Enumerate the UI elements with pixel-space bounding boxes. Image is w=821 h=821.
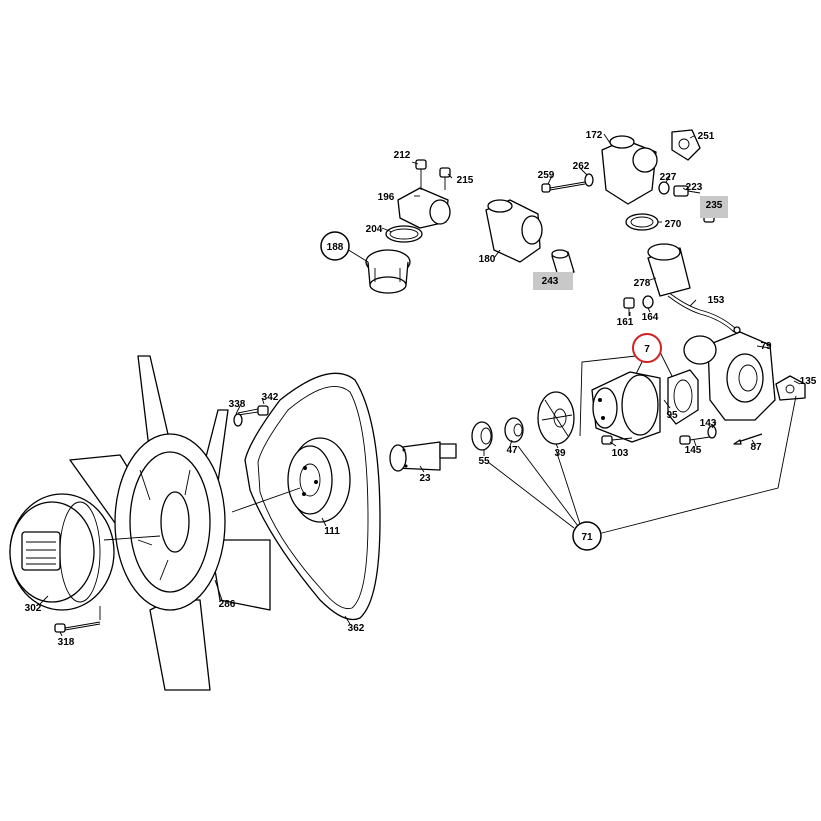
housing-cover-196[interactable] [397,187,451,229]
washer-262[interactable] [584,173,594,187]
label-188[interactable]: 188 [327,242,344,253]
bolt-145[interactable] [679,435,711,445]
washer-338[interactable] [233,413,243,427]
bolt-215[interactable] [439,167,451,190]
label-259[interactable]: 259 [538,170,555,181]
label-87[interactable]: 87 [750,442,762,453]
label-161[interactable]: 161 [617,317,634,328]
label-270[interactable]: 270 [665,219,682,230]
label-278[interactable]: 278 [634,278,651,289]
label-95[interactable]: 95 [666,410,678,421]
clamp-270[interactable] [625,213,659,231]
housing-172[interactable] [601,135,658,205]
label-362[interactable]: 362 [348,623,365,634]
pump-housing-79[interactable] [683,331,776,421]
impeller-39[interactable] [537,391,575,445]
part-labels: 7 23 39 47 55 71 79 87 95 103 111 135 14… [25,130,817,648]
label-227[interactable]: 227 [660,172,677,183]
label-196[interactable]: 196 [378,192,395,203]
o-ring-204[interactable] [385,225,423,243]
label-135[interactable]: 135 [800,376,817,387]
shaft-23[interactable] [389,441,457,472]
label-204[interactable]: 204 [366,224,383,235]
label-79[interactable]: 79 [760,341,772,352]
label-47[interactable]: 47 [506,445,518,456]
label-box-243 [533,272,573,290]
label-143[interactable]: 143 [700,418,717,429]
label-172[interactable]: 172 [586,130,603,141]
label-286[interactable]: 286 [219,599,236,610]
bearing-55[interactable] [471,421,493,451]
label-164[interactable]: 164 [642,312,659,323]
pulley-111[interactable] [287,437,351,523]
label-251[interactable]: 251 [698,131,715,142]
fan-blade-286[interactable] [69,355,271,691]
water-pump-7[interactable] [591,371,661,443]
sleeve-243[interactable] [551,249,575,277]
label-338[interactable]: 338 [229,399,246,410]
callout-circle-71 [572,521,602,551]
seal-47[interactable] [504,417,524,443]
label-71[interactable]: 71 [581,532,593,543]
label-153[interactable]: 153 [708,295,725,306]
callout-circle-188 [320,231,350,261]
label-39[interactable]: 39 [554,448,566,459]
label-box-235 [700,196,728,218]
label-145[interactable]: 145 [685,445,702,456]
hose-153[interactable] [667,291,741,334]
bolt-318[interactable] [54,621,101,633]
gasket-95[interactable] [667,369,699,425]
bracket-135[interactable] [775,375,806,401]
label-302[interactable]: 302 [25,603,42,614]
bolt-342[interactable] [237,405,269,416]
label-235[interactable]: 235 [706,200,723,211]
label-55[interactable]: 55 [478,456,490,467]
ring-143[interactable] [707,425,717,439]
label-318[interactable]: 318 [58,637,75,648]
label-243[interactable]: 243 [542,276,559,287]
label-212[interactable]: 212 [394,150,411,161]
label-262[interactable]: 262 [573,161,590,172]
label-103[interactable]: 103 [612,448,629,459]
pipe-278[interactable] [647,243,691,297]
thermostat-housing-180[interactable] [485,199,543,263]
pin-87[interactable] [733,433,763,445]
gasket-251[interactable] [671,129,701,161]
washer-164[interactable] [642,295,654,309]
callout-circle-7-highlighted [632,333,662,363]
bolt-161[interactable] [623,297,635,316]
thermostat-188[interactable] [365,249,411,294]
label-215[interactable]: 215 [457,175,474,186]
ring-227[interactable] [658,181,670,195]
label-180[interactable]: 180 [479,254,496,265]
label-23[interactable]: 23 [419,473,431,484]
bolt-212[interactable] [415,159,427,190]
fan-clutch-302[interactable] [9,493,115,611]
label-223[interactable]: 223 [686,182,703,193]
bolt-103[interactable] [601,435,633,445]
bolt-259[interactable] [541,181,586,193]
label-111[interactable]: 111 [324,526,340,537]
label-342[interactable]: 342 [262,392,279,403]
label-7[interactable]: 7 [644,344,650,355]
